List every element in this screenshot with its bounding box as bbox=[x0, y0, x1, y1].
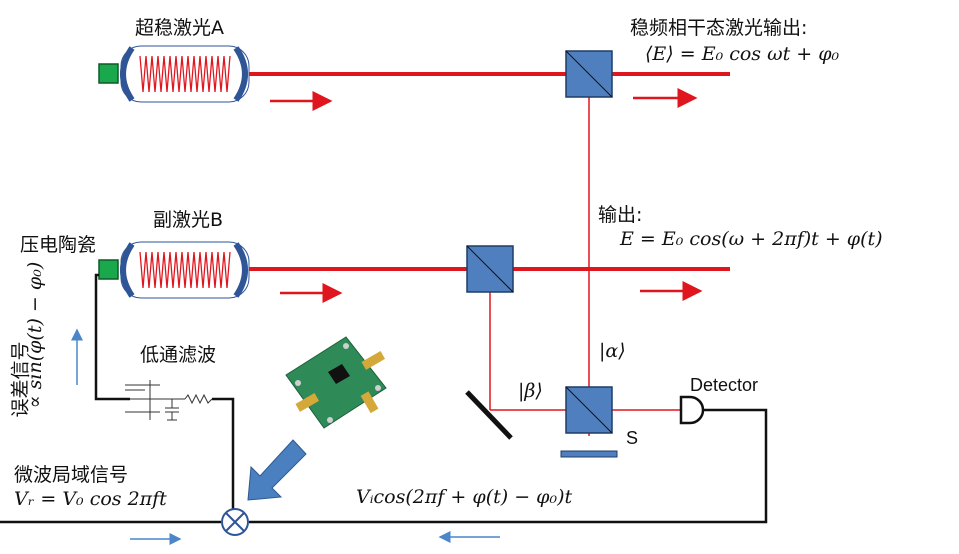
pcb-module-image bbox=[285, 336, 387, 429]
beam-splitter-top bbox=[565, 50, 613, 98]
s-label: S bbox=[626, 428, 639, 448]
laser-b-label: 副激光B bbox=[153, 209, 224, 231]
laser-b bbox=[98, 241, 250, 299]
wire-detector-to-mixer bbox=[249, 408, 768, 524]
microwave-equation: Vᵣ = V₀ cos 2πft bbox=[14, 488, 167, 510]
beta-label: |β⟩ bbox=[518, 380, 543, 402]
laser-a-cavity bbox=[120, 45, 250, 103]
mirror bbox=[465, 390, 513, 440]
beam-splitter-middle bbox=[466, 245, 514, 293]
laser-a-label: 超稳激光A bbox=[135, 17, 224, 39]
laser-a-mirror-left bbox=[120, 46, 135, 102]
big-arrow-icon bbox=[247, 439, 307, 501]
stable-output-title: 稳频相干态激光输出: bbox=[630, 17, 808, 39]
beam-splitter-bottom bbox=[565, 386, 613, 434]
lowpass-filter-schematic bbox=[125, 380, 213, 421]
laser-a-mount bbox=[98, 63, 119, 84]
laser-b-wave bbox=[139, 251, 231, 289]
laser-b-cavity bbox=[120, 241, 250, 299]
mixer-output-equation: Vᵢcos(2πf + φ(t) − φ₀)t bbox=[356, 486, 573, 508]
mixer-icon bbox=[221, 508, 249, 536]
stable-output-equation: ⟨E⟩ = E₀ cos ωt + φ₀ bbox=[645, 43, 840, 65]
output-equation: E = E₀ cos(ω + 2πf)t + φ(t) bbox=[620, 228, 883, 250]
laser-b-mount bbox=[98, 259, 119, 280]
laser-b-mirror-right bbox=[233, 242, 248, 298]
detector-label: Detector bbox=[690, 375, 759, 395]
alpha-label: |α⟩ bbox=[599, 340, 626, 362]
output-title: 输出: bbox=[598, 204, 643, 226]
detector-icon bbox=[679, 395, 705, 425]
laser-a-wave bbox=[139, 55, 231, 93]
microwave-title: 微波局域信号 bbox=[14, 464, 129, 486]
piezo-label: 压电陶瓷 bbox=[20, 234, 97, 256]
laser-a bbox=[98, 45, 250, 103]
laser-a-mirror-right bbox=[233, 46, 248, 102]
wire-mixer-to-filter bbox=[212, 397, 235, 522]
screen-plate bbox=[560, 450, 618, 458]
error-signal-equation: ∝ sin(φ(t) − φ₀) bbox=[24, 261, 47, 409]
laser-b-mirror-left bbox=[120, 242, 135, 298]
lowpass-label: 低通滤波 bbox=[140, 344, 217, 366]
wire-filter-to-piezo bbox=[94, 273, 130, 401]
